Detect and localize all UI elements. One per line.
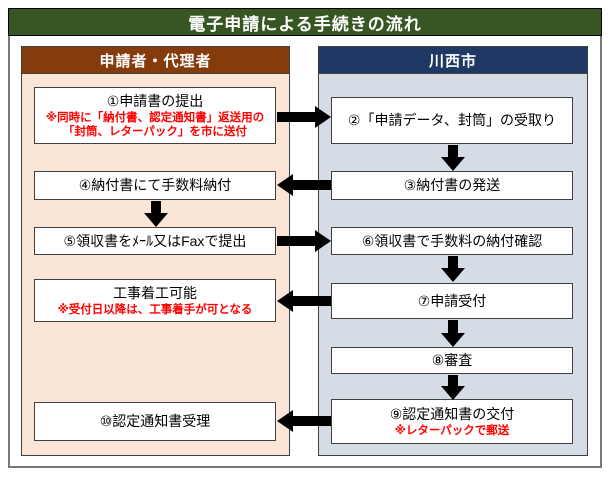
- step-1-box: ①申請書の提出 ※同時に「納付書、認定通知書」返送用の 「封筒、レターパック」を…: [34, 87, 276, 144]
- step-4-box: ④納付書にて手数料納付: [34, 171, 276, 200]
- construction-ready-box: 工事着工可能 ※受付日以降は、工事着手が可となる: [34, 279, 276, 322]
- arrow-step2-to-step3-down-icon: [448, 145, 458, 157]
- step-8-label: ⑧審査: [431, 352, 473, 369]
- step-2-label: ②「申請データ、封筒」の受取り: [347, 112, 557, 129]
- step-6-box: ⑥領収書で手数料の納付確認: [331, 227, 573, 255]
- arrow-step4-to-step5-down-icon: [151, 201, 161, 213]
- arrow-step5-to-step6-right-icon: [277, 236, 315, 246]
- step-6-label: ⑥領収書で手数料の納付確認: [361, 232, 543, 249]
- construction-ready-label: 工事着工可能: [113, 285, 197, 302]
- step-9-box: ⑨認定通知書の交付 ※レターパックで郵送: [331, 399, 573, 444]
- step-9-note: ※レターパックで郵送: [394, 424, 510, 437]
- step-10-label: ⑩認定通知書受理: [99, 413, 211, 430]
- step-1-note: ※同時に「納付書、認定通知書」返送用の 「封筒、レターパック」を市に送付: [45, 111, 265, 138]
- step-7-label: ⑦申請受付: [417, 292, 487, 309]
- step-3-label: ③納付書の発送: [403, 177, 501, 194]
- step-2-box: ②「申請データ、封筒」の受取り: [331, 97, 573, 144]
- applicant-panel-header: 申請者・代理者: [22, 47, 289, 74]
- arrow-step7-to-step8-down-icon: [448, 320, 458, 333]
- step-5-label: ⑤領収書をﾒｰﾙ又はFaxで提出: [63, 232, 247, 249]
- step-10-box: ⑩認定通知書受理: [34, 402, 276, 441]
- city-panel-title: 川西市: [428, 52, 477, 70]
- diagram-title-bar: 電子申請による手続きの流れ: [8, 8, 602, 36]
- step-9-label: ⑨認定通知書の交付: [389, 406, 515, 423]
- step-8-box: ⑧審査: [331, 347, 573, 374]
- arrow-step6-to-step7-down-icon: [448, 256, 458, 268]
- diagram-title: 電子申請による手続きの流れ: [188, 14, 422, 34]
- step-4-label: ④納付書にて手数料納付: [78, 177, 232, 194]
- step-5-box: ⑤領収書をﾒｰﾙ又はFaxで提出: [34, 227, 276, 255]
- construction-ready-note: ※受付日以降は、工事着手が可となる: [57, 303, 253, 316]
- step-1-label: ①申請書の提出: [106, 93, 204, 110]
- arrow-step3-to-step4-left-icon: [293, 180, 331, 190]
- arrow-step8-to-step9-down-icon: [448, 375, 458, 386]
- applicant-panel-title: 申請者・代理者: [99, 52, 212, 70]
- city-panel-header: 川西市: [319, 47, 587, 74]
- arrow-step9-to-step10-left-icon: [293, 416, 331, 426]
- arrow-step1-to-step2-right-icon: [277, 112, 315, 122]
- arrow-step7-to-construction-left-icon: [293, 296, 331, 306]
- step-3-box: ③納付書の発送: [331, 171, 573, 200]
- step-7-box: ⑦申請受付: [331, 283, 573, 319]
